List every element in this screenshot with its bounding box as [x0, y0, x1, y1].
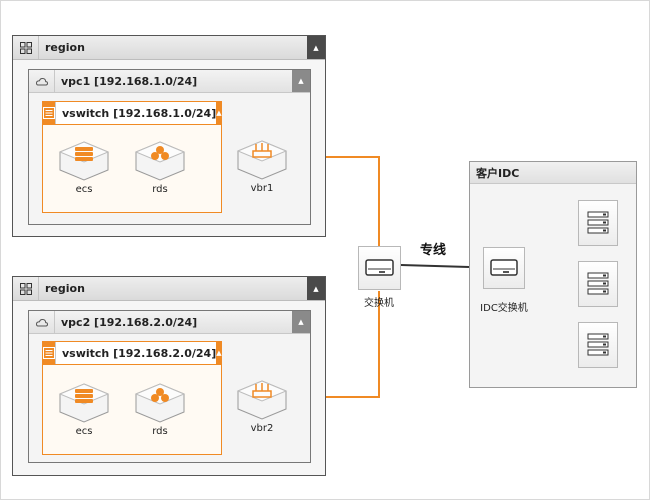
- core-switch-label: 交换机: [364, 298, 394, 309]
- server-icon: [587, 211, 609, 234]
- vpc-1-panel: vpc1 [192.168.1.0/24] ▲ vswitch [192.168…: [28, 69, 311, 225]
- idc-server-1[interactable]: [578, 200, 618, 246]
- server-icon: [587, 272, 609, 295]
- vpc-1-title: vpc1 [192.168.1.0/24]: [61, 74, 198, 88]
- idc-switch-label: IDC交换机: [480, 303, 528, 314]
- rds-label: rds: [152, 184, 168, 195]
- vswitch-1-title: vswitch [192.168.1.0/24]: [62, 106, 217, 120]
- router-icon: [236, 380, 288, 420]
- switch-icon: [365, 259, 394, 276]
- list-icon: [43, 342, 56, 364]
- vbr1-node[interactable]: vbr1: [227, 139, 297, 194]
- ecs-label: ecs: [75, 426, 93, 437]
- grid-icon: [13, 277, 39, 300]
- grid-icon: [13, 36, 39, 59]
- router-icon: [236, 140, 288, 180]
- region-1-title: region: [45, 41, 85, 54]
- vbr2-node[interactable]: vbr2: [227, 379, 297, 434]
- vpc-2-collapse-button[interactable]: ▲: [292, 311, 310, 333]
- region-1-collapse-button[interactable]: ▲: [307, 36, 325, 59]
- vswitch-2-panel: vswitch [192.168.2.0/24] ▲ ecs: [42, 341, 222, 455]
- idc-title: 客户IDC: [476, 166, 520, 180]
- list-icon: [43, 102, 56, 124]
- rds-node[interactable]: rds: [125, 382, 195, 437]
- vswitch-1-collapse-button[interactable]: ▲: [216, 102, 222, 124]
- vpc-2-title: vpc2 [192.168.2.0/24]: [61, 315, 198, 329]
- vbr2-label: vbr2: [250, 423, 274, 434]
- region-2-panel: region ▲ vpc2 [192.168.2.0/24] ▲ vswitch…: [12, 276, 326, 476]
- vswitch-2-collapse-button[interactable]: ▲: [216, 342, 222, 364]
- vpc-1-header: vpc1 [192.168.1.0/24] ▲: [29, 70, 310, 93]
- ecs-node[interactable]: ecs: [49, 382, 119, 437]
- switch-icon: [490, 259, 518, 276]
- region-2-title: region: [45, 282, 85, 295]
- rds-database-icon: [134, 383, 186, 423]
- cloud-icon: [29, 70, 55, 92]
- link-switch-idc: [400, 264, 470, 268]
- server-icon: [587, 333, 609, 356]
- idc-header: 客户IDC: [470, 162, 636, 184]
- idc-switch[interactable]: [483, 247, 525, 289]
- idc-server-3[interactable]: [578, 322, 618, 368]
- vpc-2-header: vpc2 [192.168.2.0/24] ▲: [29, 311, 310, 334]
- idc-panel: 客户IDC IDC交换机: [469, 161, 637, 388]
- ecs-server-icon: [58, 383, 110, 423]
- region-1-header: region ▲: [13, 36, 325, 60]
- region-2-collapse-button[interactable]: ▲: [307, 277, 325, 300]
- rds-database-icon: [134, 141, 186, 181]
- rds-node[interactable]: rds: [125, 140, 195, 195]
- rds-label: rds: [152, 426, 168, 437]
- vpc-1-collapse-button[interactable]: ▲: [292, 70, 310, 92]
- ecs-server-icon: [58, 141, 110, 181]
- vbr1-label: vbr1: [250, 183, 274, 194]
- vswitch-1-header: vswitch [192.168.1.0/24] ▲: [43, 102, 222, 125]
- region-1-panel: region ▲ vpc1 [192.168.1.0/24] ▲ vswitch…: [12, 35, 326, 237]
- idc-server-2[interactable]: [578, 261, 618, 307]
- vpc-2-panel: vpc2 [192.168.2.0/24] ▲ vswitch [192.168…: [28, 310, 311, 463]
- ecs-label: ecs: [75, 184, 93, 195]
- region-2-header: region ▲: [13, 277, 325, 301]
- vswitch-2-header: vswitch [192.168.2.0/24] ▲: [43, 342, 222, 365]
- core-switch[interactable]: [358, 246, 401, 290]
- vswitch-2-title: vswitch [192.168.2.0/24]: [62, 346, 217, 360]
- dedicated-line-label: 专线: [420, 243, 447, 258]
- ecs-node[interactable]: ecs: [49, 140, 119, 195]
- cloud-icon: [29, 311, 55, 333]
- vswitch-1-panel: vswitch [192.168.1.0/24] ▲ ecs: [42, 101, 222, 213]
